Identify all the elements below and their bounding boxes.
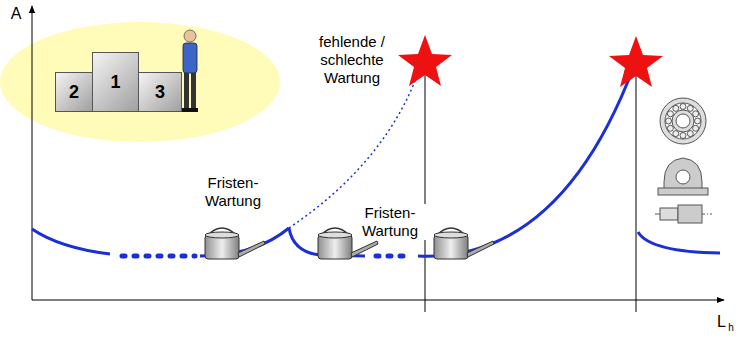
axis-subscript: h [727, 322, 735, 334]
watering-can [434, 228, 494, 259]
podium-step: 3 [138, 72, 182, 112]
highlight-ellipse [0, 22, 280, 142]
ball-bearing-icon [660, 98, 706, 144]
maintenance-label: Fristen- Wartung [354, 204, 426, 240]
warning-label: fehlende / schlechte Wartung [311, 33, 393, 87]
failure-line [636, 55, 637, 312]
axis-label: L [716, 312, 727, 331]
y-axis [32, 6, 33, 300]
watering-can [205, 228, 265, 259]
x-axis [32, 300, 724, 301]
bearing-block-icon [658, 158, 708, 195]
failure-star [609, 36, 663, 87]
failure-line [425, 55, 426, 312]
podium-step: 1 [92, 52, 139, 112]
podium-step: 2 [55, 72, 93, 112]
axis-label: A [6, 4, 26, 23]
place-number: 2 [69, 82, 79, 103]
failure-star [398, 35, 452, 86]
shaft-icon [655, 205, 712, 223]
place-number: 3 [155, 82, 165, 103]
maintenance-label: Fristen- Wartung [197, 174, 269, 210]
place-number: 1 [110, 72, 120, 93]
person-figure [182, 30, 198, 112]
